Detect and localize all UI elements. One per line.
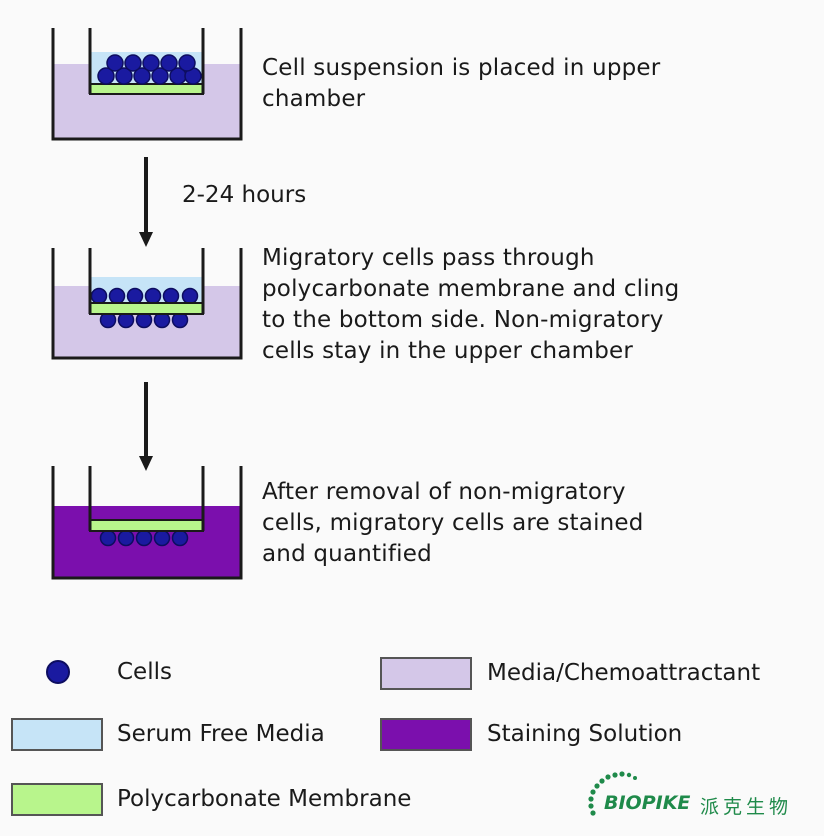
- outer-well-outline: [51, 248, 243, 360]
- step-2-line: to the bottom side. Non-migratory: [262, 307, 664, 333]
- logo-latin-text: BIOPIKE: [604, 792, 691, 814]
- legend-media-swatch: [380, 657, 472, 690]
- cell: [117, 529, 135, 547]
- insert-membrane: [89, 302, 204, 315]
- step-2-description: Migratory cells pass through polycarbona…: [262, 243, 802, 367]
- legend-membrane-label: Polycarbonate Membrane: [117, 786, 412, 812]
- cell: [162, 287, 180, 305]
- step-3-description: After removal of non-migratory cells, mi…: [262, 477, 802, 570]
- cell: [108, 287, 126, 305]
- cell: [106, 54, 124, 72]
- cells-non-migratory: [90, 287, 199, 305]
- cell: [142, 54, 160, 72]
- cell: [99, 529, 117, 547]
- outer-well-outline: [51, 28, 243, 141]
- step-3-line: After removal of non-migratory: [262, 479, 626, 505]
- legend-serum-free-label: Serum Free Media: [117, 721, 325, 747]
- cell: [144, 287, 162, 305]
- cell: [178, 54, 196, 72]
- well-step-1: [51, 28, 243, 141]
- cell: [171, 529, 189, 547]
- diagram-drawing: [51, 28, 243, 580]
- cells-migratory: [99, 311, 189, 329]
- legend-staining-label: Staining Solution: [487, 721, 683, 747]
- cell: [135, 529, 153, 547]
- legend-staining-swatch: [380, 718, 472, 751]
- step-3-line: cells, migratory cells are stained: [262, 510, 644, 536]
- cells-upper-chamber: [97, 54, 202, 85]
- step-1-line: Cell suspension is placed in upper: [262, 55, 661, 81]
- insert-membrane: [89, 83, 204, 95]
- cell: [124, 54, 142, 72]
- biopike-logo: BIOPIKE 派克生物: [582, 768, 818, 828]
- cell: [90, 287, 108, 305]
- cell: [115, 67, 133, 85]
- arrow-step-2-to-3: [139, 382, 153, 471]
- cell: [181, 287, 199, 305]
- arrow-head: [139, 456, 153, 471]
- legend-serum-free-swatch: [11, 718, 103, 751]
- step-2-line: Migratory cells pass through: [262, 245, 595, 271]
- step-1-description: Cell suspension is placed in upper chamb…: [262, 53, 802, 115]
- arrow-head: [139, 232, 153, 247]
- legend-membrane-swatch: [11, 783, 103, 816]
- logo-chinese-text: 派克生物: [700, 796, 793, 818]
- arrow-step-1-to-2: [139, 157, 153, 247]
- step-2-line: polycarbonate membrane and cling: [262, 276, 680, 302]
- well-step-3: [51, 466, 243, 580]
- well-step-2: [51, 248, 243, 360]
- logo-dots-icon: [588, 771, 637, 816]
- outer-well-outline: [51, 466, 243, 580]
- cell: [133, 67, 151, 85]
- step-2-line: cells stay in the upper chamber: [262, 338, 634, 364]
- cell: [126, 287, 144, 305]
- cell: [160, 54, 178, 72]
- legend-cell-swatch: [46, 660, 70, 684]
- cell: [151, 67, 169, 85]
- step-3-line: and quantified: [262, 541, 432, 567]
- legend-cells-label: Cells: [117, 659, 172, 685]
- cell: [97, 67, 115, 85]
- cell: [153, 529, 171, 547]
- legend-media-label: Media/Chemoattractant: [487, 660, 761, 686]
- insert-membrane: [89, 519, 204, 532]
- cells-stained: [99, 529, 189, 547]
- incubation-time-label: 2-24 hours: [182, 182, 307, 208]
- step-1-line: chamber: [262, 86, 366, 112]
